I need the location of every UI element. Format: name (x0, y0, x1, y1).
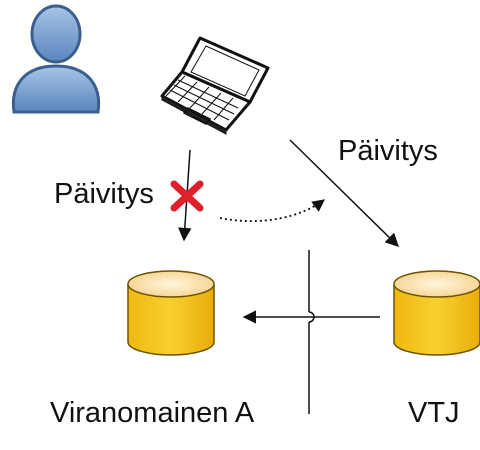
dotted-curve-arrow (219, 199, 326, 222)
update-arrow (289, 139, 399, 247)
authority-database-icon (127, 270, 215, 356)
vtj-label: VTJ (408, 397, 460, 429)
laptop-icon (160, 36, 270, 135)
cross-icon (170, 180, 204, 212)
update-label-right: Päivitys (338, 135, 438, 167)
vtj-database-icon (393, 270, 480, 356)
user-icon (11, 4, 101, 114)
update-label-left: Päivitys (54, 178, 154, 210)
boundary-line (308, 250, 315, 414)
authority-label: Viranomainen A (50, 397, 255, 429)
